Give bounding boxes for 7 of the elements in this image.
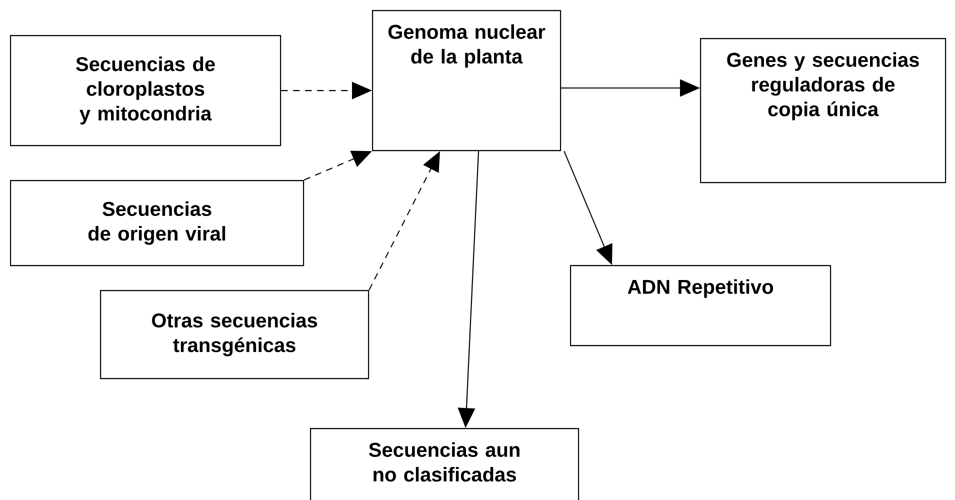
text-box: Genes y secuencias reguladoras de copia única: [700, 38, 946, 184]
text-box: Otras secuencias transgénicas: [100, 290, 370, 380]
text-box: Secuencias de origen viral: [10, 180, 304, 266]
text-box: Secuencias aun no clasificadas: [310, 428, 580, 500]
text-box: ADN Repetitivo: [570, 265, 832, 346]
text-box: Secuencias de cloroplastos y mitocondria: [10, 35, 282, 146]
text-box: Genoma nuclear de la planta: [372, 10, 562, 152]
